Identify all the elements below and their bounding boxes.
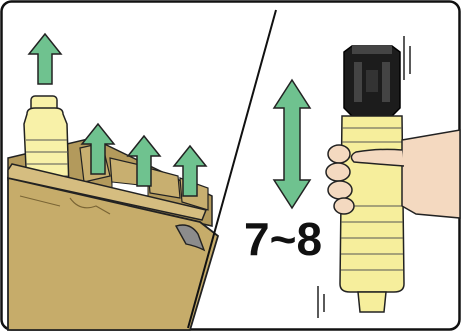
toner-bottle-right <box>340 46 404 312</box>
finger-4 <box>334 198 354 214</box>
finger-1 <box>328 145 350 163</box>
finger-2 <box>326 163 350 181</box>
shake-count-label: 7~8 <box>244 213 322 265</box>
hand-back <box>402 130 460 218</box>
finger-3 <box>328 181 352 199</box>
bottle-nozzle <box>358 292 386 312</box>
